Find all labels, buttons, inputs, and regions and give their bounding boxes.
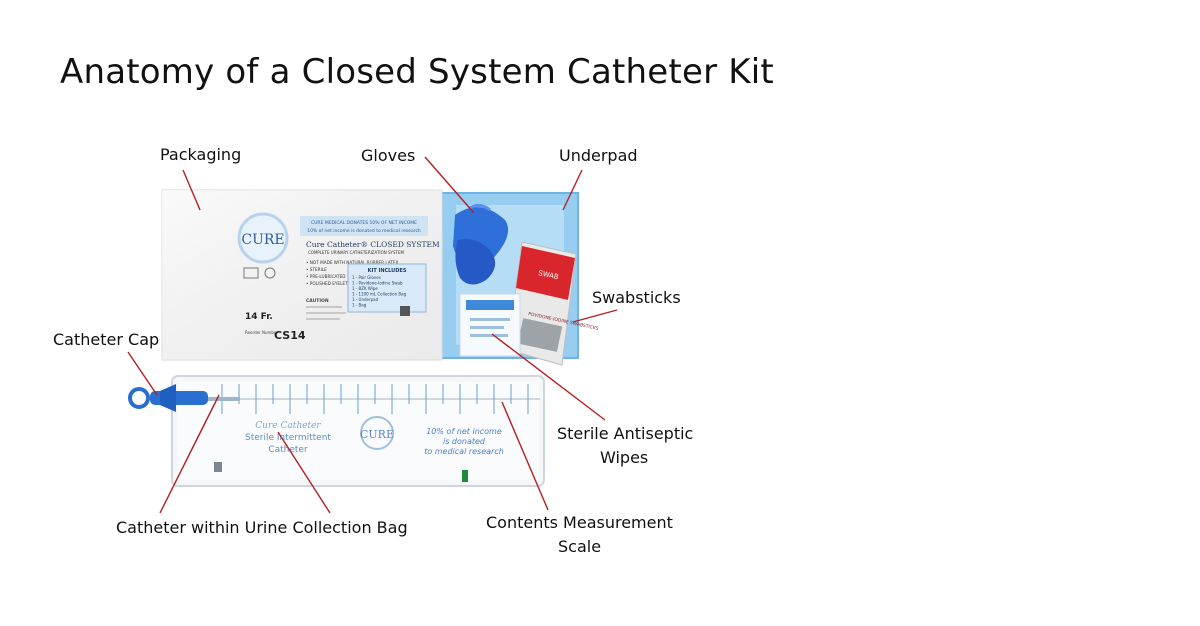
package-product-sub: COMPLETE URINARY CATHETERIZATION SYSTEM bbox=[308, 250, 404, 255]
leader-gloves bbox=[424, 156, 475, 214]
label-gloves: Gloves bbox=[361, 146, 416, 165]
package-kit-header: KIT INCLUDES bbox=[368, 268, 407, 274]
swabsticks-packet: SWAB POVIDONE-IODINE SWABSTICKS bbox=[507, 241, 599, 366]
bag-brand-line2: Sterile Intermittent bbox=[245, 433, 331, 443]
label-catheter-bag: Catheter within Urine Collection Bag bbox=[116, 518, 408, 537]
page-title: Anatomy of a Closed System Catheter Kit bbox=[60, 52, 774, 92]
leader-catheter-bag-right bbox=[277, 431, 331, 514]
leader-swabsticks bbox=[572, 309, 618, 323]
package-kit-item: 1 - BZK Wipe bbox=[352, 286, 378, 291]
bag-brand-line3: Catheter bbox=[268, 445, 308, 455]
package-reorder-number: CS14 bbox=[274, 329, 306, 342]
label-scale-line1: Contents Measurement bbox=[486, 513, 673, 532]
package-feature: • STERILE bbox=[306, 267, 327, 272]
package-size: 14 Fr. bbox=[245, 312, 273, 322]
package-kit-item: 1 - Bag bbox=[352, 303, 367, 308]
package-product-name: Cure Catheter® CLOSED SYSTEM bbox=[306, 240, 440, 249]
label-catheter-cap: Catheter Cap bbox=[53, 330, 160, 349]
leader-packaging bbox=[182, 169, 201, 211]
bag-donation-line3: to medical research bbox=[424, 447, 504, 456]
label-wipes-line1: Sterile Antiseptic bbox=[557, 424, 694, 443]
package-kit-item: 1 - Underpad bbox=[352, 297, 379, 302]
package-features: • NOT MADE WITH NATURAL RUBBER LATEX • ST… bbox=[306, 260, 399, 286]
label-scale-line2: Scale bbox=[558, 537, 602, 556]
leader-catheter-cap bbox=[127, 351, 158, 396]
package-logo: CURE bbox=[241, 232, 284, 248]
label-underpad: Underpad bbox=[559, 146, 638, 165]
package-kit-item: 1 - Pair Gloves bbox=[352, 275, 381, 280]
wipes-packet bbox=[459, 293, 521, 357]
label-wipes-line2: Wipes bbox=[600, 448, 649, 467]
label-swabsticks: Swabsticks bbox=[592, 288, 681, 307]
package-banner-line1: CURE MEDICAL DONATES 10% OF NET INCOME bbox=[311, 220, 417, 226]
package-banner-line2: 10% of net income is donated to medical … bbox=[307, 228, 421, 234]
package-reorder-label: Reorder Number bbox=[245, 330, 278, 335]
leader-lines bbox=[127, 156, 618, 514]
measurement-scale bbox=[221, 384, 529, 414]
package-kit-item: 1 - Povidone-Iodine Swab bbox=[352, 281, 403, 286]
catheter-cap bbox=[128, 384, 240, 412]
leader-measurement-scale bbox=[501, 401, 549, 511]
package-feature: • PRE-LUBRICATED bbox=[306, 274, 346, 279]
label-packaging: Packaging bbox=[160, 145, 242, 164]
gloves bbox=[453, 203, 509, 285]
bag-donation-line2: is donated bbox=[443, 437, 486, 446]
packaging: CURE CURE MEDICAL DONATES 10% OF NET INC… bbox=[161, 189, 443, 361]
leader-catheter-bag-left bbox=[159, 394, 220, 514]
leader-underpad bbox=[562, 169, 583, 211]
bag-donation-line1: 10% of net income bbox=[426, 427, 502, 436]
leader-wipes bbox=[491, 333, 606, 421]
package-feature: • POLISHED EYELETS bbox=[306, 281, 351, 286]
package-caution: CAUTION bbox=[306, 298, 329, 304]
package-kit-item: 1 - 1100 mL Collection Bag bbox=[352, 292, 407, 297]
package-feature: • NOT MADE WITH NATURAL RUBBER LATEX bbox=[306, 260, 399, 265]
bag-brand-line1: Cure Catheter bbox=[255, 421, 321, 431]
bag-logo: CURE bbox=[360, 428, 394, 441]
urine-collection-bag: Cure Catheter Sterile Intermittent Cathe… bbox=[171, 375, 545, 487]
